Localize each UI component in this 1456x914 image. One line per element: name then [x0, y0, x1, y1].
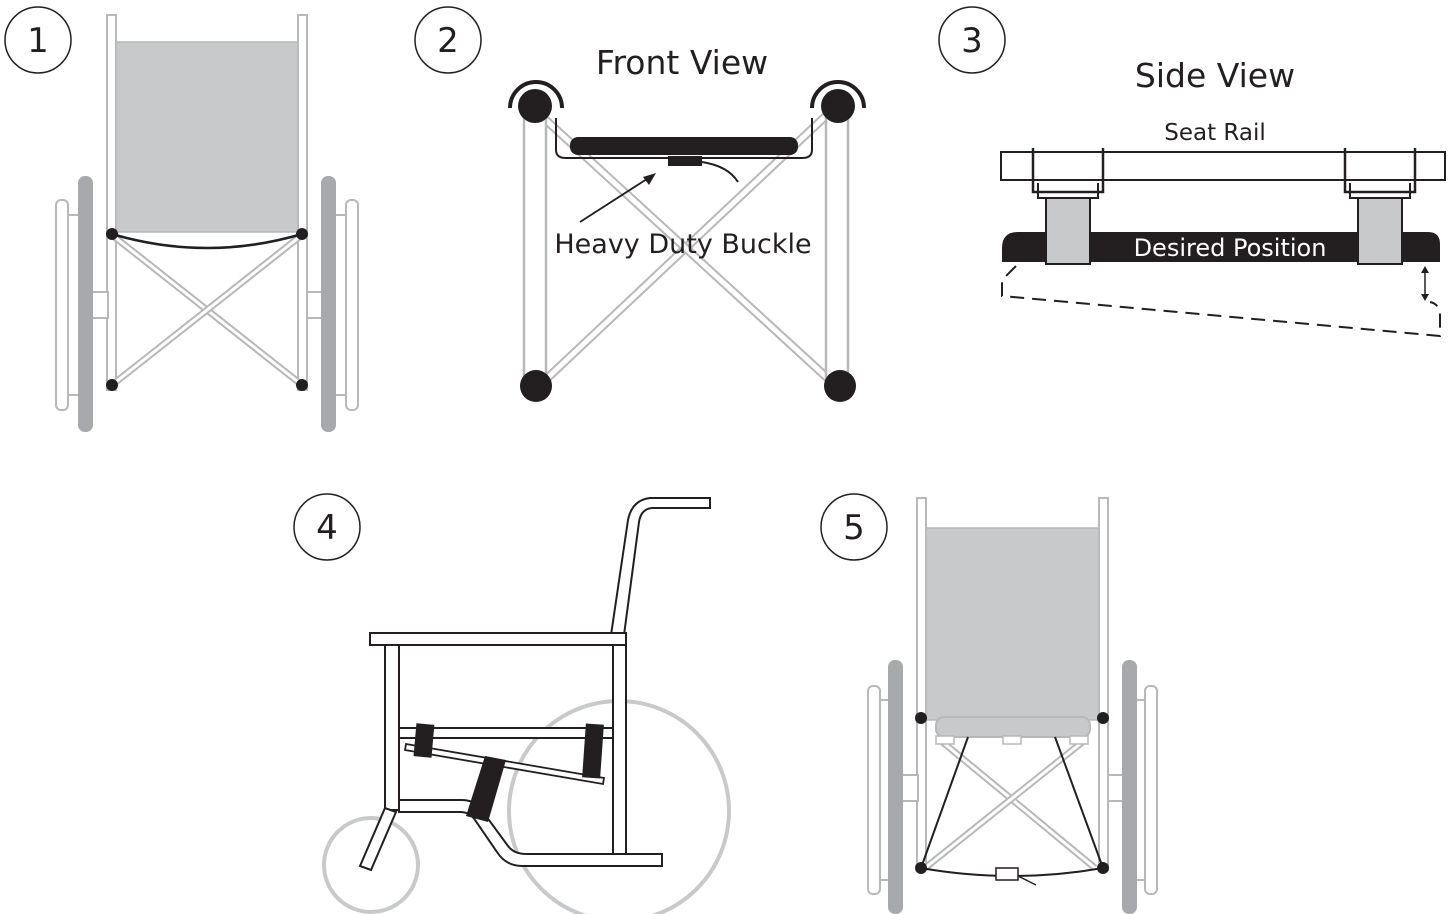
- panel-4: 4: [293, 493, 731, 914]
- panel-5: 5: [820, 493, 1158, 914]
- cushion-with-strap: [555, 118, 813, 183]
- buckle-callout: Heavy Duty Buckle: [554, 173, 812, 260]
- step-number: 5: [843, 508, 865, 548]
- mount-block-right: [1357, 197, 1403, 265]
- step-badge-4: 4: [293, 493, 361, 561]
- mount-block-left: [1045, 197, 1091, 265]
- step-number: 2: [437, 21, 459, 61]
- step-number: 4: [316, 508, 338, 548]
- seat-rail: [1000, 151, 1446, 181]
- panel-2: 2 Front View: [414, 6, 866, 402]
- step-badge-3: 3: [938, 6, 1006, 74]
- wheelchair-front-illustration: [55, 14, 359, 432]
- cushion-desired-position: [1002, 232, 1440, 262]
- desired-position-label: Desired Position: [1134, 234, 1327, 262]
- buckle-label: Heavy Duty Buckle: [554, 229, 811, 260]
- panel-1: 1: [4, 6, 359, 432]
- adjustment-arrow-icon: [1421, 266, 1429, 301]
- step-badge-5: 5: [820, 493, 888, 561]
- wheelchair-side-illustration: [322, 497, 731, 914]
- caster-wheel: [322, 816, 420, 914]
- side-view-title: Side View: [1135, 56, 1295, 95]
- cushion-sag-outline: [1001, 265, 1441, 338]
- rail-clamps: [1031, 148, 1417, 199]
- step-number: 3: [961, 21, 983, 61]
- step-badge-1: 1: [4, 6, 72, 74]
- seat-rail-label: Seat Rail: [1164, 120, 1266, 146]
- step-badge-2: 2: [414, 6, 482, 74]
- front-view-title: Front View: [596, 43, 768, 82]
- step-number: 1: [27, 21, 49, 61]
- wheelchair-front-installed-illustration: [867, 497, 1158, 914]
- panel-3: 3 Side View Seat Rail Desired Position: [938, 6, 1446, 338]
